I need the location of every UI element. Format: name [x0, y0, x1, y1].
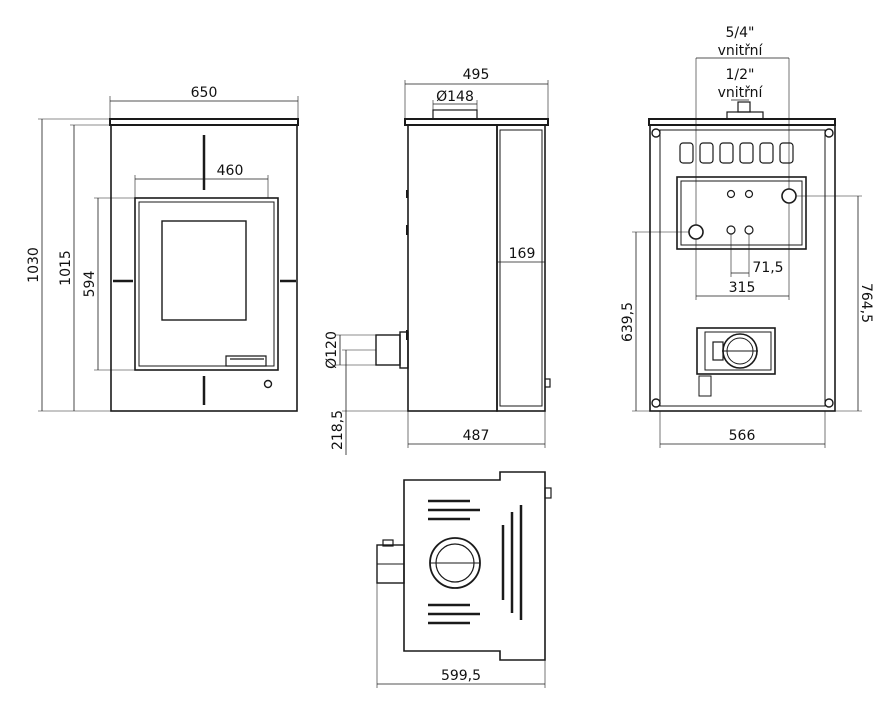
rear-body	[649, 124, 836, 412]
front-view: 650 460 1030 1015 594	[26, 85, 299, 412]
dim-side-flue-diameter: Ø120	[324, 331, 340, 369]
label-pipe-large-note: vnitřní	[718, 43, 764, 59]
side-body	[407, 124, 498, 412]
rear-connection-plate	[676, 176, 807, 250]
dim-rear-width: 566	[729, 428, 756, 444]
top-body	[403, 471, 546, 661]
front-knob	[263, 379, 273, 389]
dim-panel-depth: 169	[509, 246, 536, 262]
dim-rear-height-lower: 639,5	[620, 302, 636, 342]
dim-rear-height-upper: 764,5	[858, 283, 874, 323]
dim-pipe-spacing-small: 71,5	[752, 260, 783, 276]
front-handle	[225, 355, 267, 367]
front-door-frame	[134, 197, 279, 371]
side-rear-panel	[496, 124, 546, 412]
dim-side-width-bottom: 487	[463, 428, 490, 444]
rear-pipe-left	[688, 224, 704, 240]
front-body	[110, 124, 298, 412]
side-flue-pipe	[375, 334, 401, 366]
side-top-flue	[432, 109, 478, 120]
dim-side-width-top: 495	[463, 67, 490, 83]
front-top-cap	[109, 118, 299, 126]
dim-window-height: 594	[82, 271, 98, 298]
label-pipe-small-size: 1/2"	[726, 67, 755, 83]
dim-top-depth: 599,5	[441, 668, 481, 684]
dim-total-height: 1030	[26, 247, 42, 283]
label-pipe-large-size: 5/4"	[726, 25, 755, 41]
dim-flue-height: 218,5	[330, 410, 346, 450]
front-glass	[161, 220, 247, 321]
top-view: 599,5	[376, 471, 552, 688]
dim-pipe-spacing-large: 315	[729, 280, 756, 296]
rear-view: 5/4" vnitřní 1/2" vnitřní 71,5 315 639,5…	[620, 25, 874, 448]
dim-front-width: 650	[191, 85, 218, 101]
dim-top-flue-diameter: Ø148	[436, 89, 474, 105]
front-door-inner	[138, 201, 275, 367]
rear-pipe-right	[781, 188, 797, 204]
rear-flue-plate	[696, 327, 776, 375]
label-pipe-small-note: vnitřní	[718, 85, 764, 101]
dim-body-height: 1015	[58, 250, 74, 286]
side-view: 495 Ø148 169 Ø120 218,5 487	[324, 67, 551, 455]
dim-window-width: 460	[217, 163, 244, 179]
